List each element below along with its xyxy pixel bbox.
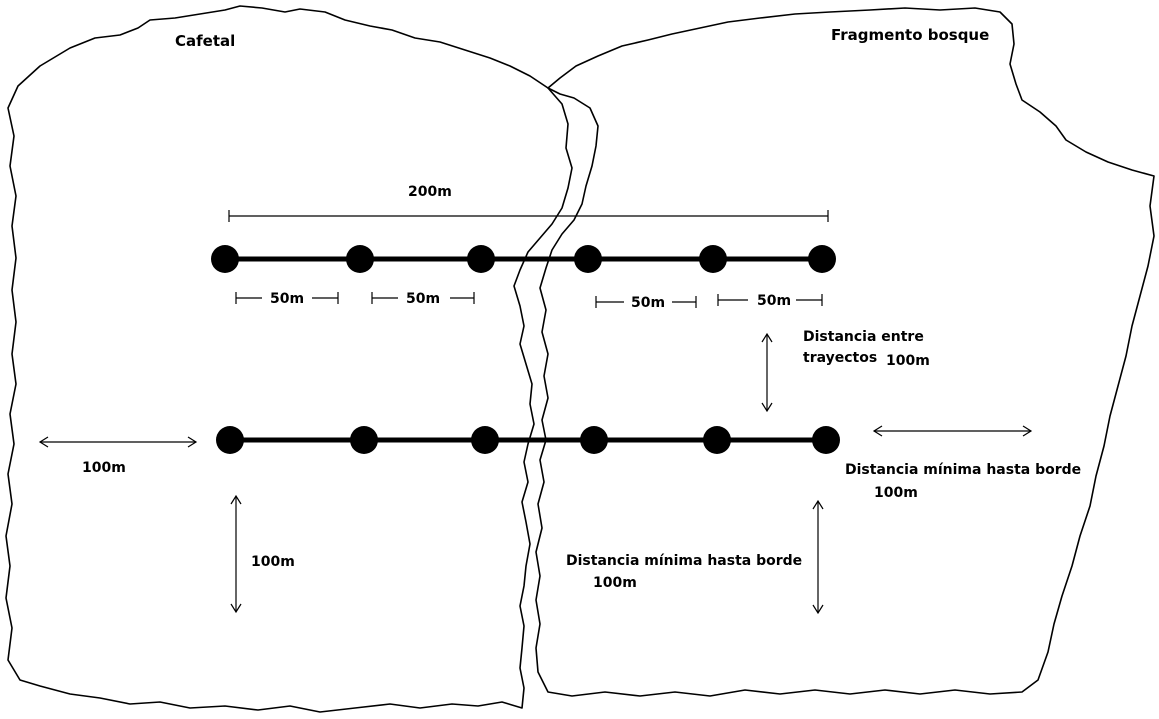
sampling-point — [467, 245, 495, 273]
bottom-transect — [216, 426, 840, 454]
coffee-plantation-label: Cafetal — [175, 32, 235, 50]
sampling-point — [703, 426, 731, 454]
left-edge-distance-label: 100m — [82, 460, 126, 476]
between-transects-value: 100m — [886, 353, 930, 369]
spacing-indicators — [235, 292, 823, 308]
sampling-point — [699, 245, 727, 273]
bottom-right-distance-label: Distancia mínima hasta borde — [566, 553, 802, 569]
bottom-left-distance-label: 100m — [251, 554, 295, 570]
spacing-label-3: 50m — [631, 295, 665, 311]
transect-length-scale — [228, 210, 829, 222]
sampling-point — [216, 426, 244, 454]
right-edge-distance-label: Distancia mínima hasta borde — [845, 462, 1081, 478]
transect-length-label: 200m — [408, 184, 452, 200]
between-transects-arrow — [761, 332, 773, 413]
right-edge-distance-value: 100m — [874, 485, 918, 501]
sampling-point — [346, 245, 374, 273]
sampling-point — [812, 426, 840, 454]
sampling-point — [211, 245, 239, 273]
forest-fragment-outline — [535, 7, 1155, 697]
sampling-point — [808, 245, 836, 273]
sampling-point — [350, 426, 378, 454]
spacing-label-4: 50m — [757, 293, 791, 309]
top-transect — [211, 245, 836, 273]
sampling-point — [574, 245, 602, 273]
sampling-point — [580, 426, 608, 454]
bottom-left-edge-arrow — [230, 494, 242, 614]
between-transects-label-line1: Distancia entre — [803, 329, 924, 345]
between-transects-label-line2: trayectos — [803, 350, 877, 366]
bottom-right-edge-arrow — [812, 499, 824, 615]
forest-fragment-label: Fragmento bosque — [831, 26, 989, 44]
sampling-point — [471, 426, 499, 454]
bottom-right-distance-value: 100m — [593, 575, 637, 591]
coffee-plantation-outline — [5, 5, 573, 713]
spacing-label-2: 50m — [406, 291, 440, 307]
spacing-label-1: 50m — [270, 291, 304, 307]
left-edge-arrow — [38, 436, 198, 448]
right-edge-arrow — [872, 425, 1033, 437]
